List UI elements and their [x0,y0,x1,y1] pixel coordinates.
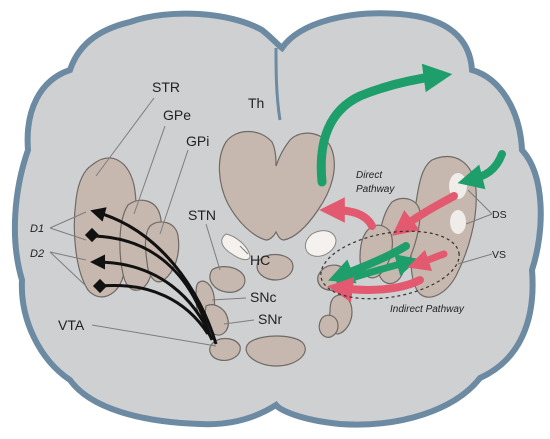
green-arrow-thalamus-cortex [316,63,453,187]
midline-fissure [274,47,282,121]
label-direct-2: Pathway [356,184,395,195]
leader-d2-b [49,251,87,287]
indirect-pathway-outline [320,230,460,300]
brainstem [245,335,306,367]
label-snc: SNc [250,289,276,305]
leader-d1-a [49,211,87,229]
label-d2: D2 [30,248,44,260]
hypothalamus [256,253,294,281]
label-d1: D1 [30,223,44,235]
label-snr: SNr [258,311,282,327]
snr-right [318,314,339,338]
dopamine-line-d2a [93,234,212,337]
d2-terminal-2 [92,278,108,294]
vta-left [209,337,241,361]
hippocampus-left [221,233,251,261]
label-th: Th [248,95,264,111]
label-stn: STN [188,207,216,223]
red-arrow-str-gpe [391,192,458,236]
red-arrow-vs [407,249,448,272]
green-arrow-str-gpi [328,242,410,284]
label-vta: VTA [58,317,85,333]
leader-hc [239,245,249,255]
label-gpe: GPe [163,107,191,123]
dopamine-arrow-1 [90,207,218,345]
thalamus [218,130,335,241]
label-vs: VS [492,249,506,261]
label-ds: DS [492,209,507,221]
stn-left [209,266,246,293]
leader-stn [205,223,221,271]
leader-vta [91,324,217,347]
green-arrow-cortex-str [457,150,506,190]
label-gpi: GPi [186,133,209,149]
red-arrow-gpi-thalamus [319,197,376,230]
dopamine-line-d2b [99,283,210,335]
leader-gpi [159,149,189,235]
leader-d1-b [49,227,87,241]
leader-d2-a [49,251,87,261]
leader-snr [223,319,255,325]
leader-ds-a [467,189,493,215]
red-arrow-gpe-stn [327,276,424,303]
label-hc: HC [250,252,270,268]
leader-vs [457,253,493,265]
ds-highlight-2 [450,210,466,234]
leader-snc [211,297,247,301]
label-direct-1: Direct [356,170,383,181]
leader-ds-b [465,213,493,225]
label-indirect: Indirect Pathway [390,304,465,315]
hippocampus-right [305,230,337,257]
leader-gpe [133,125,166,215]
leader-str [95,97,155,177]
indirect-pathway-arrows [319,192,458,303]
label-str: STR [152,79,180,95]
